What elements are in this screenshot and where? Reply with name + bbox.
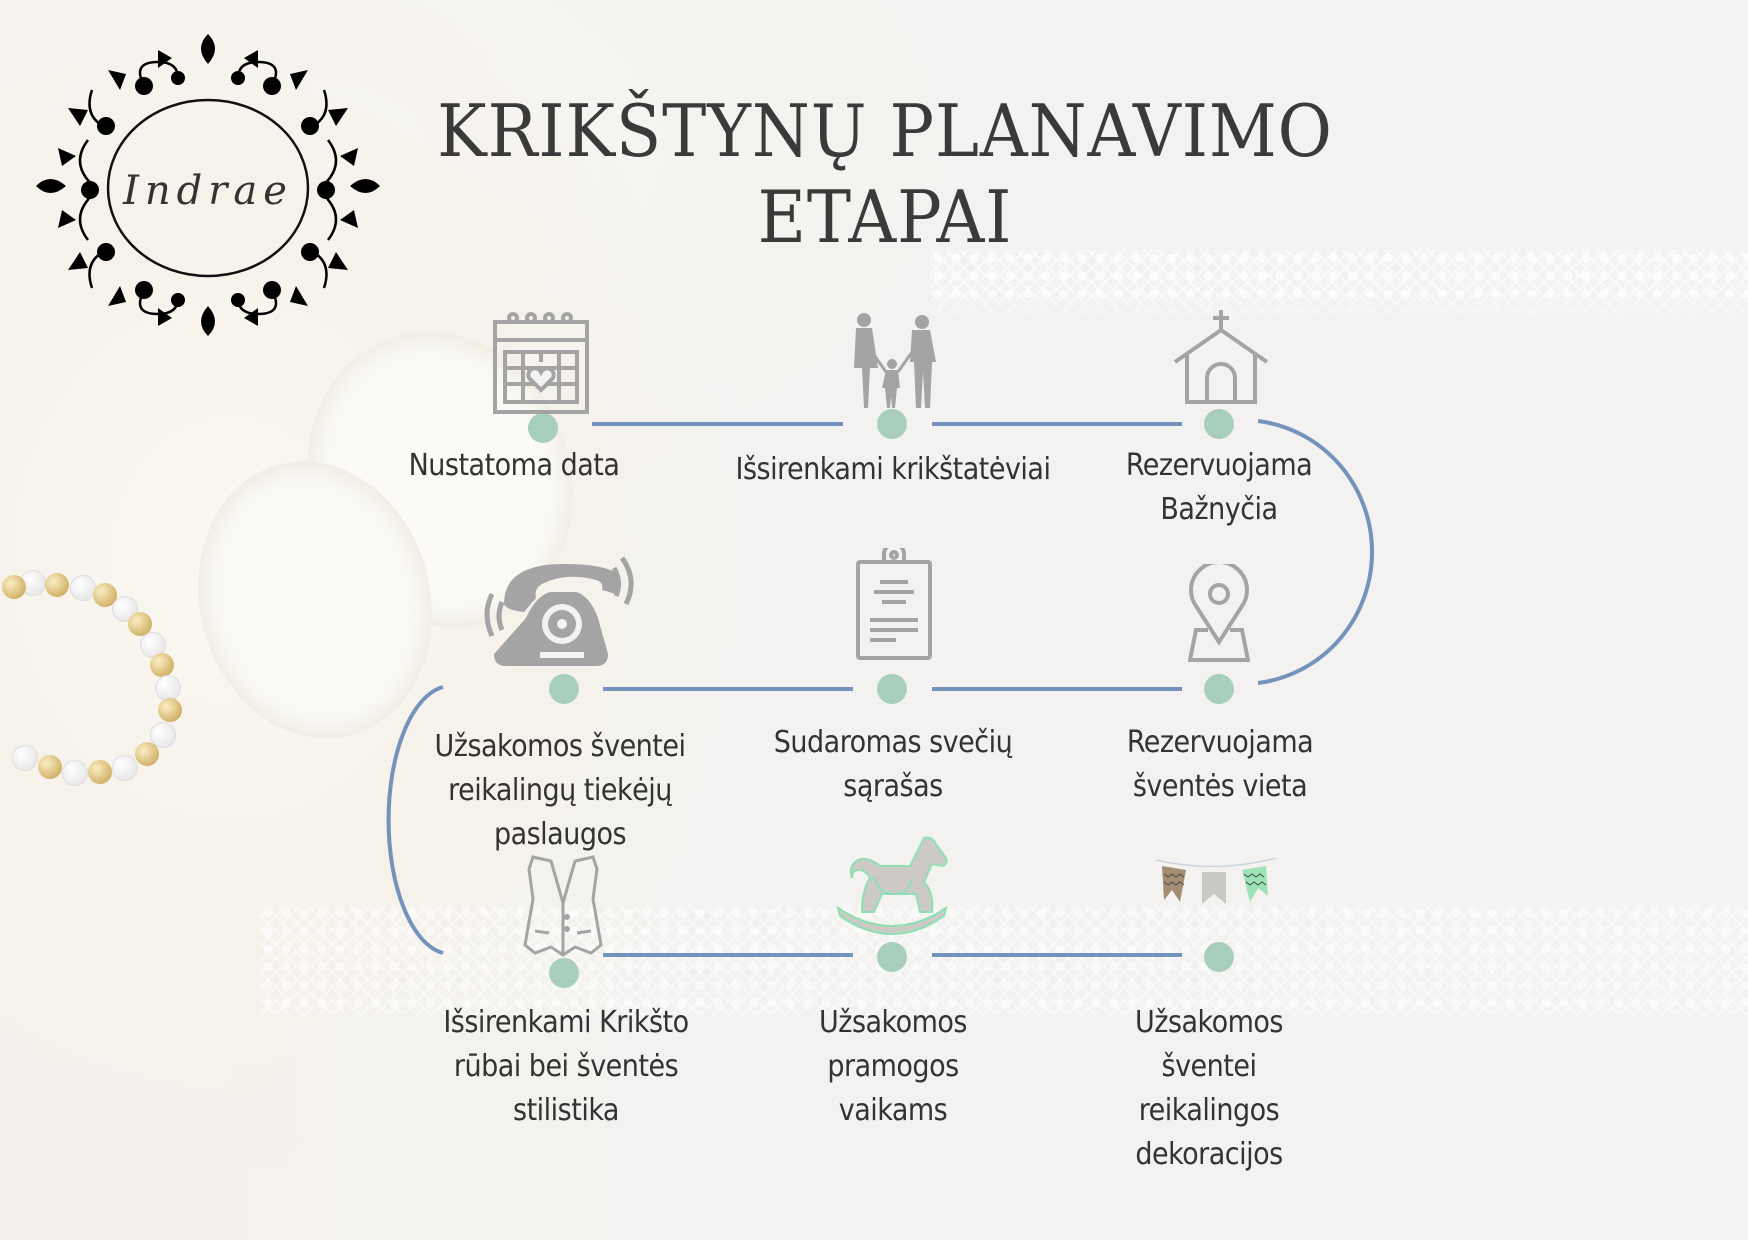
title-line-1: KRIKŠTYNŲ PLANAVIMO <box>437 89 1333 173</box>
step-9-label: Užsakomos šventei reikalingos dekoracijo… <box>1135 1005 1283 1172</box>
step-5-label: Sudaromas svečių sąrašas <box>773 725 1013 804</box>
step-2-label: Išsirenkami krikštatėviai <box>735 452 1051 487</box>
calendar-heart-icon <box>493 310 589 419</box>
step-7-label: Išsirenkami Krikšto rūbai bei šventės st… <box>443 1005 689 1128</box>
church-icon <box>1173 310 1269 410</box>
step-6-dot <box>549 674 579 704</box>
step-4-label: Rezervuojama šventės vieta <box>1126 725 1314 804</box>
step-9-dot <box>1204 942 1234 972</box>
step-5-dot <box>877 674 907 704</box>
indrae-logo: Indrae <box>28 30 388 340</box>
location-pin-icon <box>1187 560 1251 666</box>
rocking-horse-icon <box>834 832 950 946</box>
step-2-dot <box>877 409 907 439</box>
page-title: KRIKŠTYNŲ PLANAVIMO ETAPAI <box>420 88 1349 260</box>
vest-icon <box>521 855 605 961</box>
step-8-dot <box>877 942 907 972</box>
step-3-label: Rezervuojama Bažnyčia <box>1125 448 1313 527</box>
step-1-label: Nustatoma data <box>408 448 620 483</box>
lace-decoration-bottom <box>260 905 1748 1015</box>
bunting-icon <box>1154 856 1278 916</box>
step-1-dot <box>528 413 558 443</box>
title-line-2: ETAPAI <box>757 175 1013 259</box>
clipboard-icon <box>856 542 932 664</box>
step-4-dot <box>1204 674 1234 704</box>
telephone-icon <box>484 554 642 672</box>
family-icon <box>850 312 940 412</box>
step-8-label: Užsakomos pramogos vaikams <box>819 1005 967 1128</box>
lace-decoration-top <box>930 250 1748 320</box>
logo-text: Indrae <box>123 168 293 214</box>
step-7-dot <box>549 958 579 988</box>
step-6-label: Užsakomos šventei reikalingų tiekėjų pas… <box>434 729 686 852</box>
step-3-dot <box>1204 409 1234 439</box>
